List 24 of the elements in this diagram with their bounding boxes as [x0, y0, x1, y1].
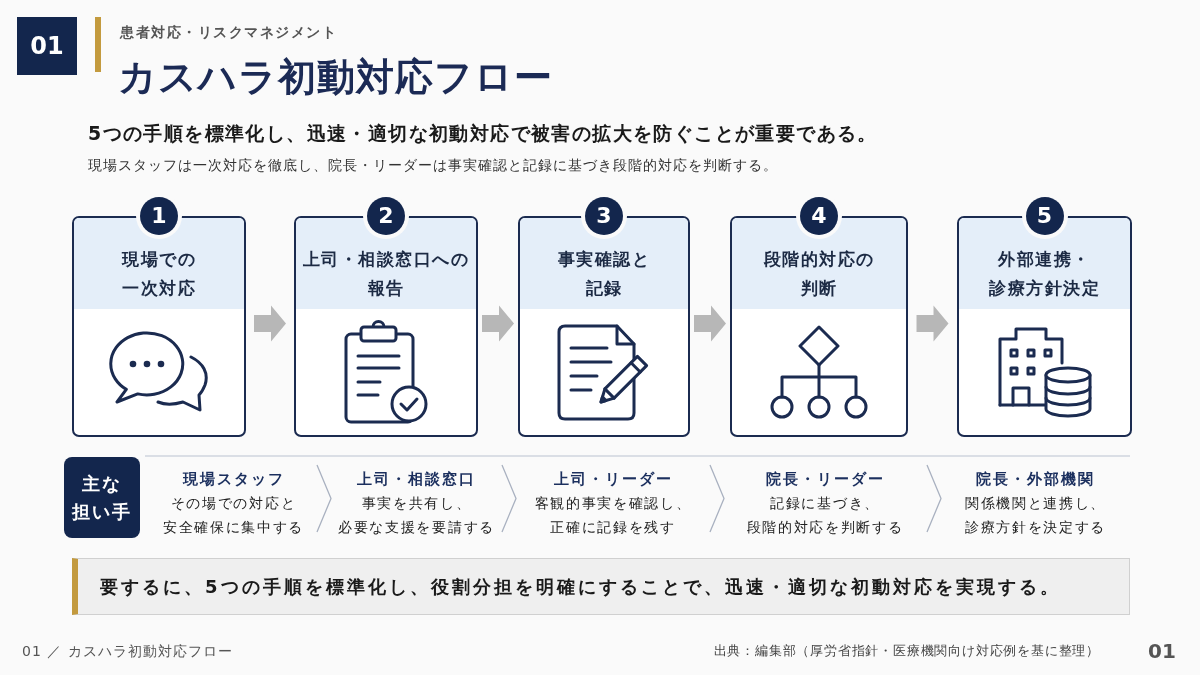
footer-text: 01 ／ カスハラ初動対応フロー — [22, 642, 233, 661]
subtitle-text: 現場スタッフは一次対応を徹底し、院長・リーダーは事実確認と記録に基づき段階的対応を判断する。 — [88, 156, 778, 175]
role-name: 院長・外部機関 — [976, 469, 1095, 490]
role-name: 上司・リーダー — [553, 469, 673, 490]
role-name: 院長・リーダー — [765, 469, 885, 490]
role-description: 記録に基づき、段階的対応を判断する — [746, 494, 904, 537]
role-description: 関係機関と連携し、診療方針を決定する — [964, 494, 1107, 537]
page-number: 01 — [1148, 638, 1176, 665]
lead-text: 5つの手順を標準化し、迅速・適切な初動対応で被害の拡大を防ぐことが重要である。 — [88, 121, 878, 146]
role-description: 事実を共有し、必要な支援を要請する — [338, 494, 495, 537]
block-arrow — [482, 305, 514, 342]
block-arrow — [694, 305, 726, 342]
row-heading: 主な担い手 — [64, 457, 140, 538]
page-title: カスハラ初動対応フロー — [118, 54, 553, 101]
category-label: 患者対応・リスクマネジメント — [120, 23, 337, 42]
role-description: その場での対応と安全確保に集中する — [162, 494, 305, 537]
summary-banner: 要するに、5つの手順を標準化し、役割分担を明確にすることで、迅速・適切な初動対応を実現する。 — [72, 558, 1130, 615]
block-arrow — [254, 305, 286, 342]
role-name: 上司・相談窓口 — [357, 469, 476, 490]
section-number-badge: 01 — [17, 17, 77, 75]
block-arrow — [916, 305, 949, 342]
source-note: 出典：編集部（厚労省指針・医療機関向け対応例を基に整理） — [713, 642, 1100, 660]
role-description: 客観的事実を確認し、正確に記録を残す — [534, 494, 692, 537]
role-name: 現場スタッフ — [182, 469, 285, 490]
